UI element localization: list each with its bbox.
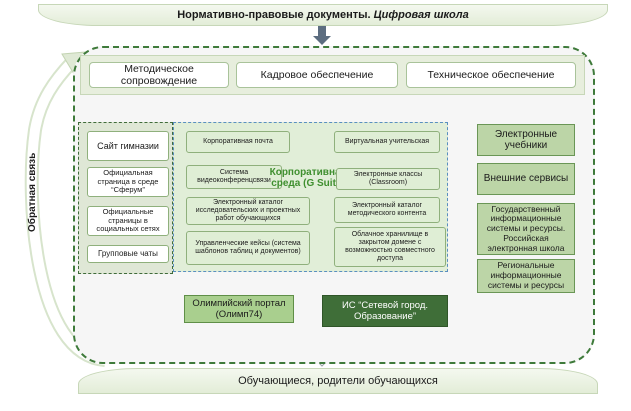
- videoconference-box: Система видеоконференцсвязи: [186, 165, 282, 189]
- staffing-box: Кадровое обеспечение: [236, 62, 398, 88]
- management-cases-box: Управленческие кейсы (система шаблонов т…: [186, 231, 310, 265]
- header-down-arrow: [313, 26, 331, 45]
- social-pages-box: Официальные страницы в социальных сетях: [87, 206, 169, 236]
- group-chats-box: Групповые чаты: [87, 245, 169, 263]
- state-systems-box: Государственный информационные системы и…: [477, 203, 575, 255]
- technical-support-box: Техническое обеспечение: [406, 62, 576, 88]
- research-catalog-box: Электронный каталог исследовательских и …: [186, 197, 310, 225]
- classroom-box: Электронные классы (Classroom): [336, 168, 440, 190]
- gymnasium-site-box: Сайт гимназии: [87, 131, 169, 161]
- regional-systems-box: Региональные информационные системы и ре…: [477, 259, 575, 293]
- gsuite-label: Корпоративная среда (G Suite): [269, 166, 347, 190]
- external-services-box: Внешние сервисы: [477, 163, 575, 195]
- footer-banner: Обучающиеся, родители обучающихся: [78, 368, 598, 394]
- corporate-mail-box: Корпоративная почта: [186, 131, 290, 153]
- header-banner: Нормативно-правовые документы. Цифровая …: [38, 4, 608, 26]
- olymp-portal-box: Олимпийский портал (Олимп74): [184, 295, 294, 323]
- e-textbooks-box: Электронные учебники: [477, 124, 575, 156]
- network-city-box: ИС “Сетевой город. Образование”: [322, 295, 448, 327]
- header-title: Нормативно-правовые документы. Цифровая …: [177, 9, 469, 21]
- method-catalog-box: Электронный каталог методического контен…: [334, 197, 440, 223]
- methodical-support-box: Методическое сопровождение: [89, 62, 229, 88]
- virtual-teachers-room-box: Виртуальная учительская: [334, 131, 440, 153]
- sferum-page-box: Официальная страница в среде “Сферум”: [87, 167, 169, 197]
- cloud-storage-box: Облачное хранилище в закрытом домене с в…: [334, 227, 446, 267]
